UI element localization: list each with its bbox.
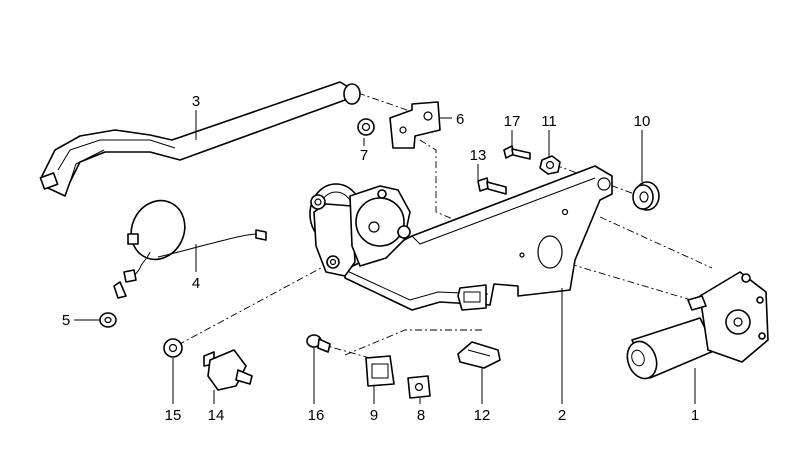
rubber-mount xyxy=(203,349,253,391)
screw-17 xyxy=(503,145,531,160)
connector xyxy=(457,341,501,369)
callout-6: 6 xyxy=(456,111,464,128)
pedal-bushing xyxy=(343,83,361,105)
callout-2: 2 xyxy=(558,407,566,424)
grommet xyxy=(632,181,660,211)
screw-13 xyxy=(477,177,507,195)
electric-motor xyxy=(626,271,769,380)
callout-14: 14 xyxy=(208,407,225,424)
callout-9: 9 xyxy=(370,407,378,424)
bracket-connector-housing xyxy=(457,284,487,311)
callout-5: 5 xyxy=(62,312,70,329)
callout-labels: 3 6 7 17 11 10 13 4 5 15 14 16 9 8 12 2 … xyxy=(62,93,699,424)
callout-15: 15 xyxy=(165,407,182,424)
callout-11: 11 xyxy=(541,113,557,130)
callout-17: 17 xyxy=(504,113,521,130)
nut-plate xyxy=(407,375,431,399)
mounting-bracket xyxy=(344,165,613,311)
callout-7: 7 xyxy=(360,147,368,164)
cable-clip xyxy=(99,312,117,328)
clip-holder xyxy=(365,355,395,387)
callout-10: 10 xyxy=(634,113,651,130)
callout-8: 8 xyxy=(417,407,425,424)
hex-nut xyxy=(539,155,561,175)
callout-4: 4 xyxy=(192,275,200,292)
callout-12: 12 xyxy=(474,407,491,424)
callout-1: 1 xyxy=(691,407,699,424)
callout-13: 13 xyxy=(470,147,487,164)
assembly-axis-lines xyxy=(177,92,713,359)
adjuster-mechanism xyxy=(309,183,411,277)
bracket-plate xyxy=(389,101,441,149)
callout-3: 3 xyxy=(192,93,200,110)
cable-assembly xyxy=(113,199,267,299)
leader-lines xyxy=(74,110,696,404)
pedal-lever xyxy=(39,81,361,197)
callout-16: 16 xyxy=(308,407,325,424)
bushing xyxy=(357,118,375,136)
screw-16 xyxy=(306,334,331,353)
rubber-bushing xyxy=(163,338,183,358)
